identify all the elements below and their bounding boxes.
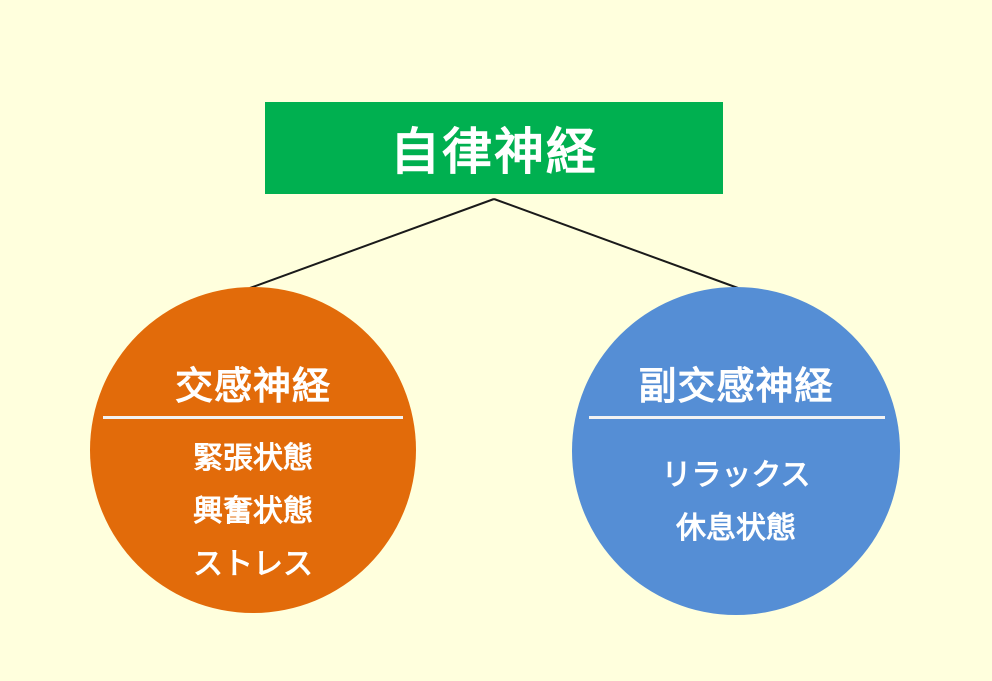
- parasympathetic-circle: 副交感神経 リラックス 休息状態: [572, 287, 900, 615]
- list-item: 緊張状態: [193, 441, 313, 476]
- parasympathetic-item-list: リラックス 休息状態: [572, 449, 900, 555]
- parasympathetic-divider: [589, 416, 885, 419]
- connector-right: [493, 198, 739, 289]
- root-node: 自律神経: [265, 102, 723, 194]
- sympathetic-title: 交感神経: [174, 364, 331, 408]
- sympathetic-circle: 交感神経 緊張状態 興奮状態 ストレス: [90, 287, 416, 613]
- sympathetic-divider: [103, 416, 403, 419]
- connector-left: [249, 198, 495, 289]
- root-label: 自律神経: [390, 123, 598, 181]
- sympathetic-item-list: 緊張状態 興奮状態 ストレス: [90, 432, 416, 591]
- list-item: ストレス: [193, 547, 313, 582]
- list-item: 興奮状態: [193, 494, 313, 529]
- list-item: リラックス: [661, 458, 811, 493]
- parasympathetic-title: 副交感神経: [638, 364, 834, 408]
- list-item: 休息状態: [676, 511, 796, 546]
